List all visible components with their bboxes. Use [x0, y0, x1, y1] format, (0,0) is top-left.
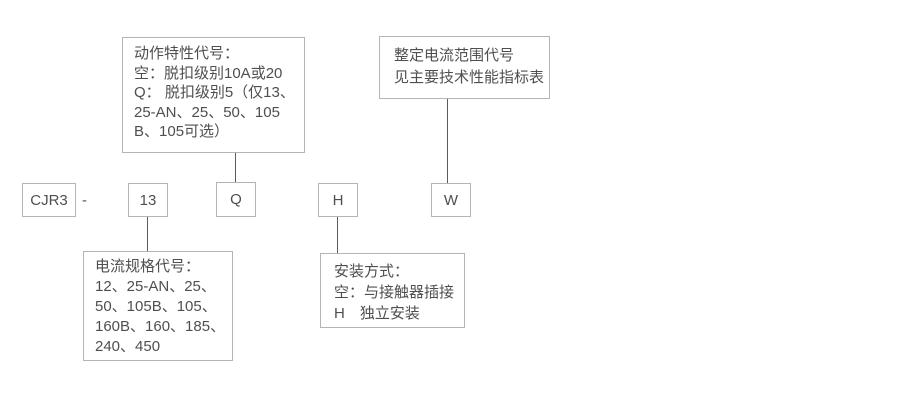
code-action-characteristic-box: Q — [216, 182, 256, 217]
note-line: H 独立安装 — [334, 305, 420, 322]
note-line: 空：与接触器插接 — [334, 284, 455, 301]
note-line: 安装方式： — [334, 263, 410, 280]
note-line: B、105可选） — [134, 123, 230, 140]
note-line: 整定电流范围代号 — [394, 47, 515, 64]
note-line: 空：脱扣级别10A或20 — [134, 64, 283, 82]
connector-action-note-to-q — [235, 152, 236, 183]
code-mounting-box: H — [318, 183, 358, 217]
note-line: 见主要技术性能指标表 — [394, 69, 545, 86]
model-prefix-box: CJR3 — [22, 183, 76, 217]
note-line: 160B、160、185、 — [95, 318, 226, 335]
note-line: 50、105B、105、 — [95, 298, 217, 315]
note-setting-current-range: 整定电流范围代号 见主要技术性能指标表 — [379, 36, 550, 99]
note-action-characteristic: 动作特性代号： 空：脱扣级别10A或20 Q： 脱扣级别5（仅13、 25-AN… — [122, 37, 305, 153]
connector-13-to-current-note — [147, 217, 148, 251]
code-setting-range-box: W — [431, 183, 471, 217]
note-line: 电流规格代号： — [95, 258, 201, 275]
note-line: 12、25-AN、25、 — [95, 278, 216, 295]
connector-range-note-to-w — [447, 98, 448, 183]
note-line: 动作特性代号： — [134, 45, 240, 62]
code-current-spec-box: 13 — [128, 183, 168, 217]
note-mounting: 安装方式： 空：与接触器插接 H 独立安装 — [320, 253, 465, 328]
note-line: 240、450 — [95, 338, 161, 355]
connector-h-to-mounting-note — [337, 217, 338, 253]
note-current-spec: 电流规格代号： 12、25-AN、25、 50、105B、105、 160B、1… — [83, 251, 233, 361]
note-line: Q： 脱扣级别5（仅13、 — [134, 84, 295, 101]
separator-dash: - — [82, 191, 87, 209]
note-line: 25-AN、25、50、105 — [134, 103, 280, 121]
